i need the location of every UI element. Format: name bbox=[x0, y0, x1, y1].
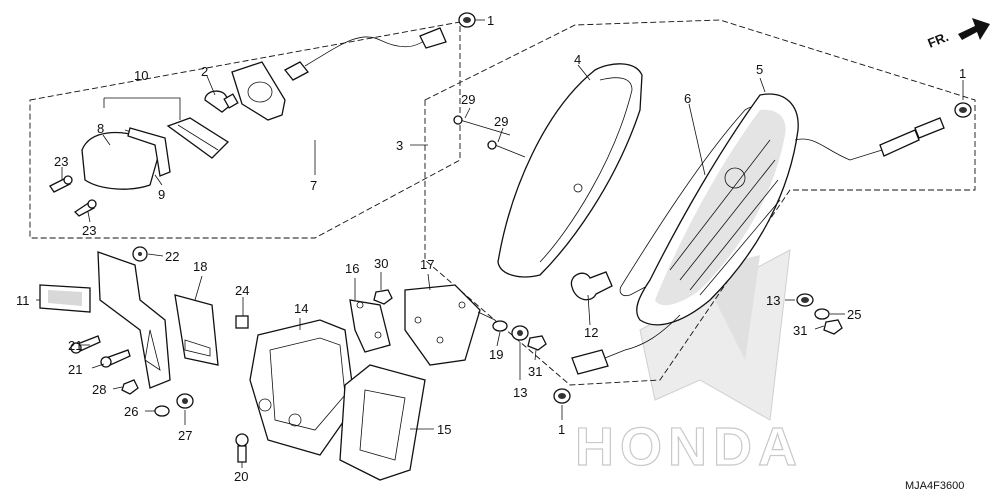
callout-27: 27 bbox=[178, 428, 192, 443]
seal-part-9 bbox=[127, 127, 171, 177]
callout-19: 19 bbox=[489, 347, 503, 362]
license-bracket bbox=[97, 251, 171, 389]
nut-part-31-right bbox=[823, 319, 843, 335]
grommet-part-27 bbox=[176, 393, 194, 409]
bolt-part-21-b bbox=[100, 349, 131, 368]
callout-15: 15 bbox=[437, 422, 451, 437]
leader-lines bbox=[36, 19, 964, 468]
license-light-socket-part-7 bbox=[231, 27, 447, 121]
watermark-text: HONDA bbox=[575, 417, 803, 477]
tail-light-lens-part-4 bbox=[497, 63, 643, 278]
bulb-part-12 bbox=[570, 271, 613, 301]
nut-part-24 bbox=[235, 315, 249, 329]
bulb-part-2 bbox=[204, 90, 239, 113]
callout-29-a: 29 bbox=[461, 92, 475, 107]
callout-1-right: 1 bbox=[959, 66, 966, 81]
reflector-part-10 bbox=[166, 117, 230, 159]
grommet-part-1-bottom bbox=[553, 388, 571, 404]
arrow-icon bbox=[958, 18, 990, 40]
tail-light-housing-part-5 bbox=[636, 93, 945, 326]
callout-24: 24 bbox=[235, 283, 249, 298]
callout-5: 5 bbox=[756, 62, 763, 77]
bolt-part-20 bbox=[235, 433, 249, 463]
callout-3: 3 bbox=[396, 138, 403, 153]
callout-7: 7 bbox=[310, 178, 317, 193]
washer-part-25 bbox=[814, 308, 830, 320]
collar-part-13-center bbox=[511, 325, 529, 341]
screw-part-23-a bbox=[49, 175, 73, 193]
reflector-part-11 bbox=[39, 284, 91, 313]
callout-8: 8 bbox=[97, 121, 104, 136]
callout-31-right: 31 bbox=[793, 323, 807, 338]
callout-labels: 1 1 1 2 3 4 5 6 7 8 9 10 11 12 13 13 14 … bbox=[16, 13, 966, 484]
license-light-group-box bbox=[29, 21, 461, 239]
grommet-part-1-right bbox=[954, 102, 972, 118]
callout-12: 12 bbox=[584, 325, 598, 340]
nut-part-31-center bbox=[527, 335, 547, 351]
callout-23-b: 23 bbox=[82, 223, 96, 238]
bolt-part-22 bbox=[132, 246, 148, 262]
callout-25: 25 bbox=[847, 307, 861, 322]
nut-part-30 bbox=[373, 289, 393, 305]
license-plate-part-18 bbox=[174, 294, 219, 366]
callout-2: 2 bbox=[201, 64, 208, 79]
callout-11: 11 bbox=[16, 293, 30, 308]
callout-1-bottom: 1 bbox=[558, 422, 565, 437]
callout-31-center: 31 bbox=[528, 364, 542, 379]
front-direction-indicator: FR. bbox=[926, 18, 990, 51]
callout-26: 26 bbox=[124, 404, 138, 419]
callout-21-a: 21 bbox=[68, 338, 82, 353]
washer-part-26 bbox=[154, 405, 170, 417]
callout-21-b: 21 bbox=[68, 362, 82, 377]
callout-1-top: 1 bbox=[487, 13, 494, 28]
callout-20: 20 bbox=[234, 469, 248, 484]
license-cover-part-14 bbox=[249, 319, 356, 456]
grommet-part-1-top bbox=[458, 12, 476, 28]
washer-part-19 bbox=[492, 320, 508, 332]
callout-17: 17 bbox=[420, 257, 434, 272]
callout-6: 6 bbox=[684, 91, 691, 106]
callout-4: 4 bbox=[574, 52, 581, 67]
bracket-part-17 bbox=[404, 284, 496, 366]
callout-10: 10 bbox=[134, 68, 148, 83]
callout-16: 16 bbox=[345, 261, 359, 276]
bolt-part-21-a bbox=[70, 335, 101, 354]
callout-22: 22 bbox=[165, 249, 179, 264]
callout-23-a: 23 bbox=[54, 154, 68, 169]
callout-9: 9 bbox=[158, 187, 165, 202]
callout-13-center: 13 bbox=[513, 385, 527, 400]
diagram-code: MJA4F3600 bbox=[905, 480, 964, 492]
callout-29-b: 29 bbox=[494, 114, 508, 129]
bracket-part-16 bbox=[349, 299, 391, 353]
screw-part-23-b bbox=[73, 199, 97, 217]
callout-14: 14 bbox=[294, 301, 308, 316]
callout-28: 28 bbox=[92, 382, 106, 397]
direction-label: FR. bbox=[926, 29, 951, 51]
nut-part-28 bbox=[121, 379, 139, 395]
honda-watermark: HONDA bbox=[574, 249, 803, 478]
callout-18: 18 bbox=[193, 259, 207, 274]
tail-light-wire bbox=[571, 314, 681, 375]
callout-30: 30 bbox=[374, 256, 388, 271]
callout-13-right: 13 bbox=[766, 293, 780, 308]
screw-part-29-b bbox=[487, 140, 526, 158]
seal-part-15 bbox=[339, 364, 426, 481]
collar-part-13-right bbox=[796, 293, 814, 307]
